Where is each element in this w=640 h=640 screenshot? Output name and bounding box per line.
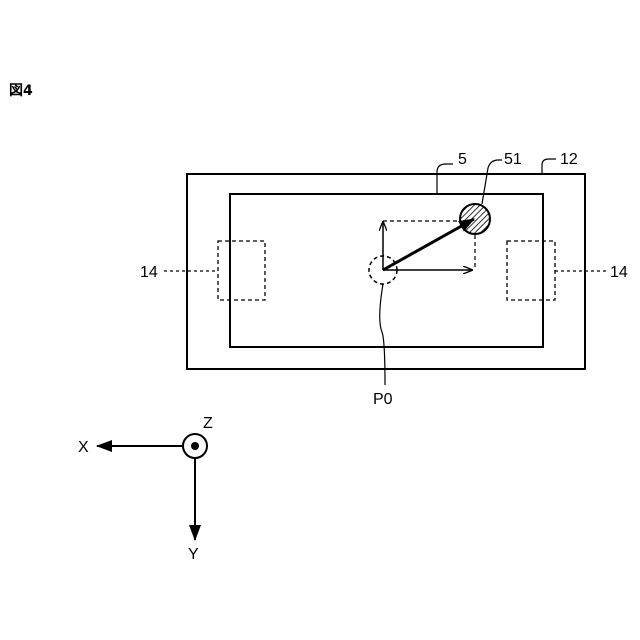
leader-line-12 <box>542 159 556 174</box>
label-origin: P0 <box>373 391 393 408</box>
target-circle <box>460 204 490 234</box>
pad-left <box>218 241 265 300</box>
label-outer-frame: 12 <box>560 151 578 168</box>
z-axis-dot <box>191 442 199 450</box>
axis-label-z: Z <box>203 415 213 432</box>
label-target-circle: 51 <box>504 151 522 168</box>
label-inner-frame: 5 <box>458 151 467 168</box>
label-pad-right: 14 <box>610 264 628 281</box>
axis-label-y: Y <box>188 546 199 563</box>
leader-line-5 <box>437 164 453 193</box>
label-pad-left: 14 <box>140 264 158 281</box>
resultant-vector-arrow <box>383 219 474 270</box>
figure-label: 図4 <box>9 83 33 99</box>
pad-right <box>507 241 555 300</box>
axis-label-x: X <box>78 439 89 456</box>
leader-line-51 <box>482 160 502 204</box>
